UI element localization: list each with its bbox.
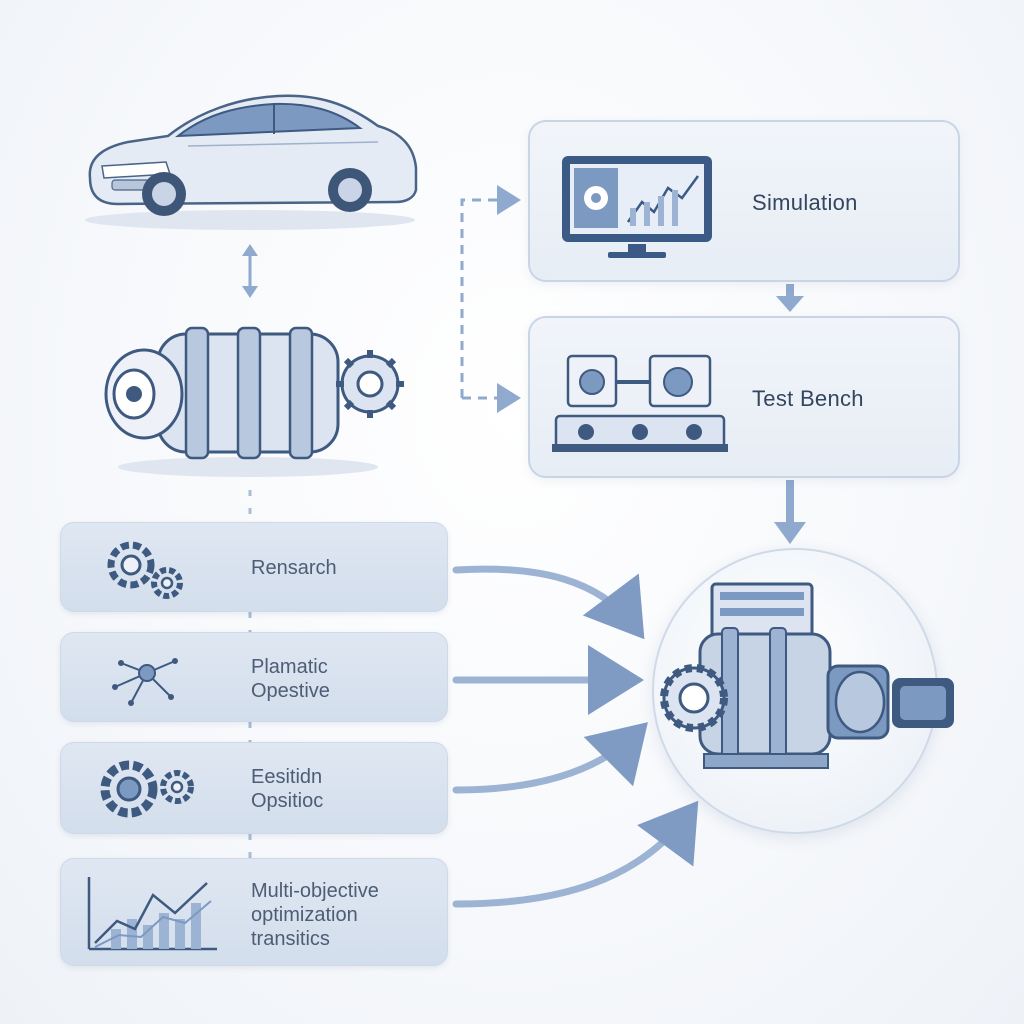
steps-to-hub-arrows (452, 565, 699, 908)
test-bench-label: Test Bench (752, 386, 864, 411)
step-label-eesitidn: Eesitidn Opsitioc (251, 766, 324, 812)
simulation-label: Simulation (752, 190, 858, 215)
transmission-icon (104, 326, 404, 477)
step-label-plamatic: Plamatic Opestive (251, 656, 330, 702)
step-card-research: Rensarch (60, 522, 448, 612)
line-chart-icon (87, 877, 217, 951)
sim-to-bench-arrow (776, 284, 804, 312)
dashed-feedback-links (460, 185, 521, 413)
drivetrain-unit-icon (660, 582, 954, 769)
bench-to-hub-arrow (774, 480, 806, 544)
car-transmission-link (242, 244, 258, 298)
gears-icon (107, 541, 183, 599)
drivetrain-hub (652, 548, 954, 834)
step-card-plamatic: Plamatic Opestive (60, 632, 448, 722)
step-label-research: Rensarch (251, 557, 337, 579)
step-card-multi-objective: Multi-objective optimization transitics (60, 858, 448, 966)
test-bench-panel: Test Bench (528, 316, 960, 478)
step-label-multi-objective: Multi-objective optimization transitics (251, 880, 379, 950)
test-bench-icon (552, 354, 728, 452)
compass-network-icon (112, 658, 178, 706)
gear-pair-icon (100, 760, 194, 818)
monitor-chart-icon (562, 156, 712, 258)
simulation-panel: Simulation (528, 120, 960, 282)
step-card-eesitidn: Eesitidn Opsitioc (60, 742, 448, 834)
car-icon (85, 94, 418, 230)
